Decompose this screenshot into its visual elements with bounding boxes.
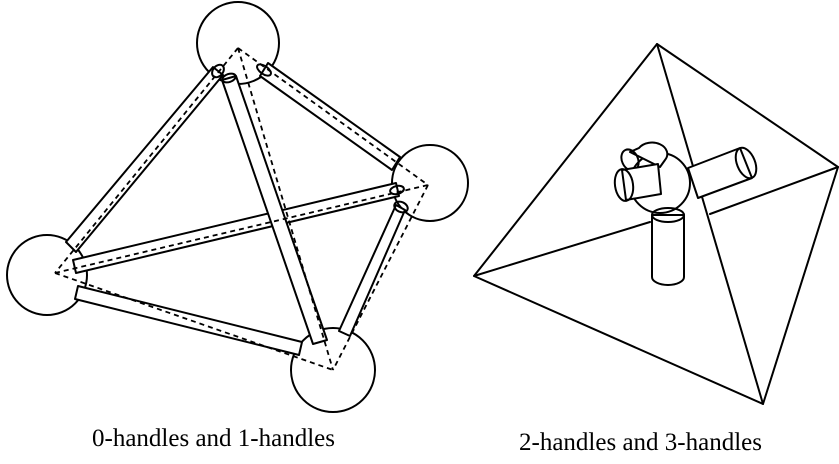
one-handle-top-bottom — [221, 75, 328, 345]
tetrahedron-inner-line-left — [473, 221, 651, 277]
zero-handle-left — [6, 234, 88, 316]
one-handle-left-bottom — [74, 285, 303, 356]
tube-cap — [211, 63, 225, 79]
tetrahedron-inner-line-right — [709, 166, 839, 215]
caption-right: 2-handles and 3-handles — [519, 429, 762, 456]
caption-left: 0-handles and 1-handles — [92, 425, 335, 452]
left-panel-handles-0-1 — [6, 1, 469, 413]
two-handle-cylinder-left — [613, 163, 662, 202]
tube-cap — [389, 184, 405, 196]
tube-cap — [256, 63, 272, 77]
one-handle-right-bottom — [338, 204, 406, 337]
two-handle-cylinder-down — [651, 207, 685, 286]
one-handle-top-right — [259, 62, 401, 171]
two-handle-cylinder-upper — [620, 141, 669, 172]
tetrahedron-front-edge — [656, 43, 764, 405]
tube-cap — [393, 200, 409, 214]
right-panel-handles-2-3 — [473, 43, 839, 405]
one-handle-top-left — [65, 66, 224, 253]
two-handle-cylinder-right — [687, 146, 758, 199]
tube-cap — [221, 72, 237, 84]
core-graph-dashed — [54, 47, 429, 371]
